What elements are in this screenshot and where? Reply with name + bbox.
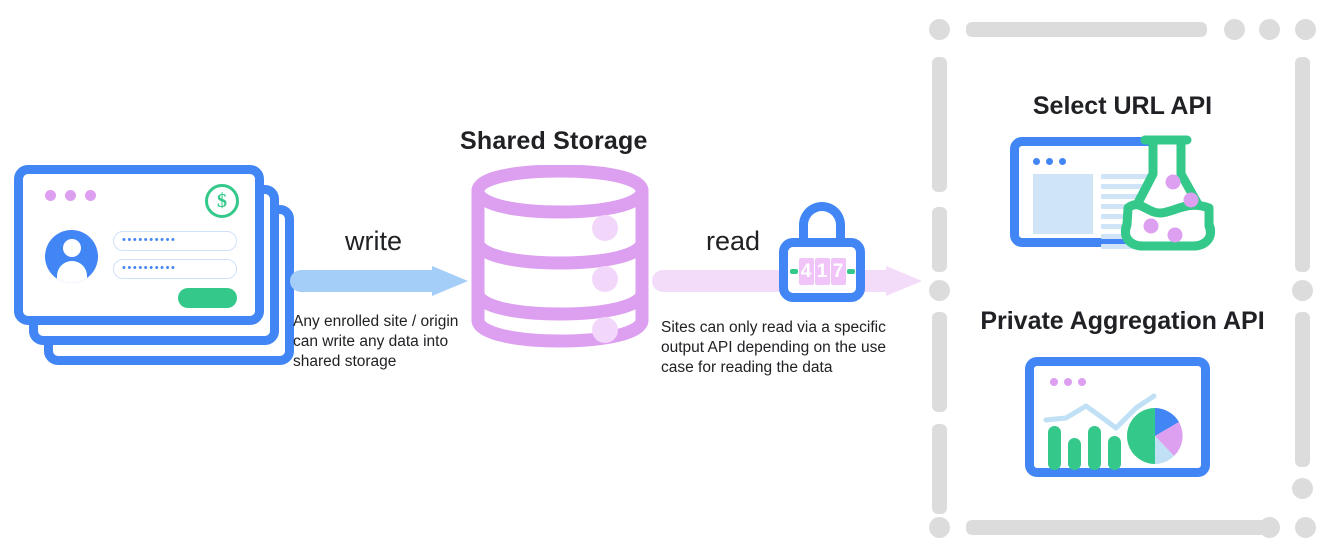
window-dots: [1033, 158, 1066, 165]
panel-border-dot-tl: [929, 19, 950, 40]
lock-digit-1: 4: [798, 257, 814, 285]
panel-border-bottom: [966, 520, 1266, 535]
browser-window-with-flask-icon: [1010, 134, 1225, 252]
panel-border-left-1: [932, 57, 947, 192]
panel-border-right-2: [1295, 312, 1310, 467]
dollar-coin-icon: $: [205, 184, 239, 218]
site-card-stack: $ •••••••••• ••••••••••: [14, 165, 294, 365]
username-field[interactable]: ••••••••••: [113, 231, 237, 251]
write-label: write: [345, 226, 403, 256]
panel-border-dot-br: [1295, 517, 1316, 538]
panel-border-dot-r2: [1292, 478, 1313, 499]
read-label: read: [706, 226, 761, 256]
browser-window-with-charts-icon: [1025, 357, 1210, 477]
panel-border-top: [966, 22, 1207, 37]
panel-border-dot-b1: [1259, 517, 1280, 538]
panel-border-dot-r1: [1292, 280, 1313, 301]
write-arrow: [290, 266, 468, 296]
private-aggregation-api-title: Private Aggregation API: [980, 307, 1265, 335]
lock-tick-left: [789, 268, 798, 274]
window-dots: [45, 190, 96, 201]
shared-storage-title: Shared Storage: [460, 127, 648, 155]
shared-storage-cylinder-icon: [470, 164, 650, 350]
panel-border-left-2: [932, 207, 947, 272]
panel-border-dot-bl: [929, 517, 950, 538]
lock-dials: 4 1 7: [785, 256, 859, 286]
site-card-front: $ •••••••••• ••••••••••: [14, 165, 264, 325]
panel-border-left-3: [932, 312, 947, 412]
panel-border-right-1: [1295, 57, 1310, 272]
read-caption: Sites can only read via a specific outpu…: [661, 319, 886, 376]
write-caption: Any enrolled site / origin can write any…: [293, 313, 459, 370]
panel-border-dot-t1: [1224, 19, 1245, 40]
panel-border-dot-tr: [1295, 19, 1316, 40]
panel-border-left-4: [932, 424, 947, 514]
avatar: [45, 230, 98, 283]
output-apis-panel: Select URL API Privat: [925, 12, 1320, 542]
flask-icon: [1115, 134, 1225, 252]
select-url-api-title: Select URL API: [1032, 92, 1213, 120]
analytics-chart: [1042, 392, 1194, 470]
window-dots: [1050, 378, 1086, 386]
panel-border-dot-t2: [1259, 19, 1280, 40]
browser-window: [1025, 357, 1210, 477]
panel-border-dot-l1: [929, 280, 950, 301]
lock-digit-2: 1: [814, 257, 830, 285]
lock-tick-right: [846, 268, 855, 274]
lock-digit-3: 7: [830, 257, 846, 285]
password-field[interactable]: ••••••••••: [113, 259, 237, 279]
lock-shackle: [799, 202, 845, 248]
combination-lock-icon: 4 1 7: [777, 202, 867, 302]
submit-button[interactable]: [178, 288, 237, 308]
content-thumbnail: [1033, 174, 1093, 234]
